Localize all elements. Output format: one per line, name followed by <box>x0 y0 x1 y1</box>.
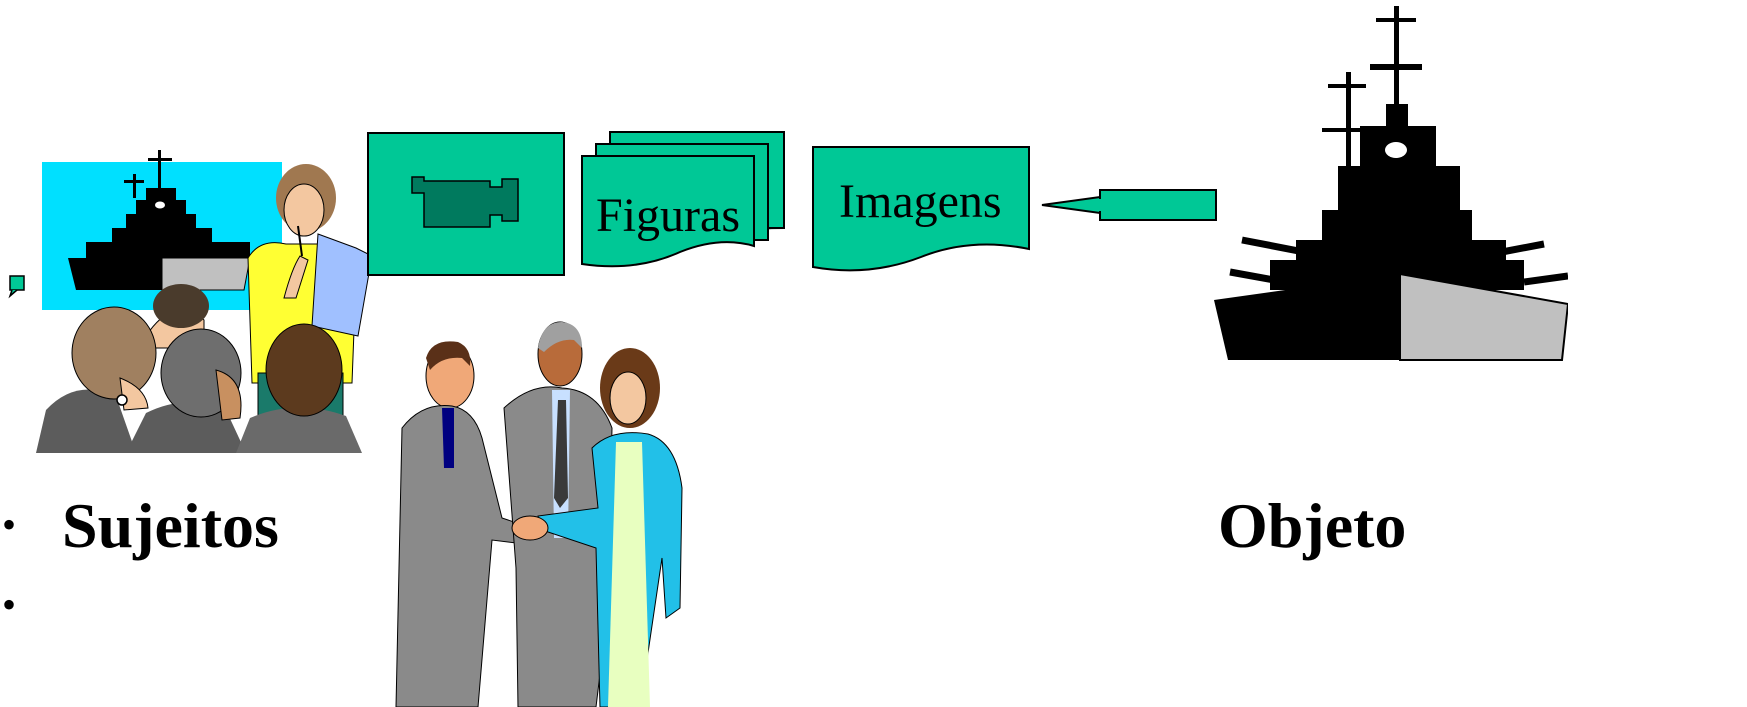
imagens-label: Imagens <box>839 175 1002 228</box>
figuras-multidocument-shape <box>581 131 785 268</box>
audience-group <box>36 284 362 453</box>
video-camera-box <box>367 132 565 276</box>
bullet-2: • <box>2 582 17 627</box>
screen-ship-icon <box>68 150 251 291</box>
bullet-1: • <box>2 502 17 547</box>
handshake-people-clipart <box>395 321 683 707</box>
callout-marker-icon <box>8 275 25 299</box>
woman-figure <box>537 348 683 707</box>
video-camera-icon <box>411 176 519 228</box>
imagens-document-shape <box>812 146 1030 272</box>
handshake-hands <box>511 515 549 541</box>
left-arrow-icon <box>1041 189 1217 221</box>
figuras-label: Figuras <box>596 189 740 242</box>
presentation-audience-clipart <box>36 150 372 453</box>
left-man-figure <box>395 341 533 707</box>
objeto-label: Objeto <box>1218 490 1407 561</box>
battleship-icon <box>1214 6 1568 361</box>
sujeitos-label: Sujeitos <box>62 490 279 561</box>
middle-man-figure <box>503 321 613 707</box>
